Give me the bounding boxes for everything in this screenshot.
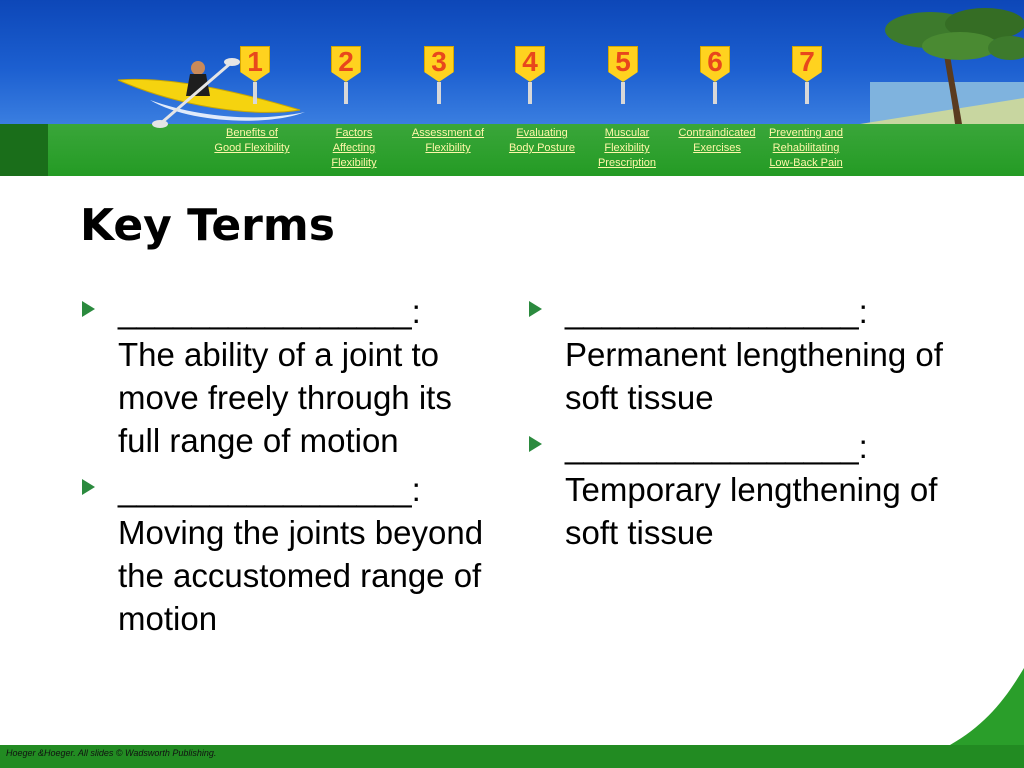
term-blank: ________________:	[118, 471, 421, 508]
shore-shape	[860, 98, 1024, 124]
term-item: ________________: The ability of a joint…	[80, 290, 500, 462]
left-term-list: ________________: The ability of a joint…	[80, 290, 500, 646]
triangle-bullet-icon	[529, 301, 542, 317]
term-blank: ________________:	[118, 293, 421, 330]
section-7-sign[interactable]: 7	[792, 46, 822, 104]
tree-illustration	[885, 8, 1024, 124]
section-5-sign[interactable]: 5	[608, 46, 638, 104]
term-item: ________________: Temporary lengthening …	[527, 425, 967, 554]
term-blank: ________________:	[565, 428, 868, 465]
sign-number: 1	[247, 46, 263, 77]
sign-number: 5	[615, 46, 631, 77]
section-3-sign[interactable]: 3	[424, 46, 454, 104]
section-6-sign[interactable]: 6	[700, 46, 730, 104]
section-1-sign[interactable]: 1	[240, 46, 270, 104]
term-item: ________________: Permanent lengthening …	[527, 290, 967, 419]
sign-number: 3	[431, 46, 447, 77]
nav-link-posture[interactable]: Evaluating Body Posture	[508, 127, 576, 154]
footer-bar: Hoeger &Hoeger. All slides © Wadsworth P…	[0, 745, 1024, 768]
nav-link-assessment[interactable]: Assessment of Flexibility	[411, 127, 485, 154]
nav-link-factors[interactable]: Factors Affecting Flexibility	[331, 127, 377, 169]
term-blank: ________________:	[565, 293, 868, 330]
section-4-sign[interactable]: 4	[515, 46, 545, 104]
term-item: ________________: Moving the joints beyo…	[80, 468, 500, 640]
nav-link-low-back-pain[interactable]: Preventing and Rehabilitating Low-Back P…	[769, 127, 843, 169]
slide-title: Key Terms	[80, 200, 335, 251]
nav-link-contraindicated[interactable]: Contraindicated Exercises	[678, 127, 756, 154]
sign-number: 6	[707, 46, 723, 77]
right-term-list: ________________: Permanent lengthening …	[527, 290, 967, 560]
term-definition: Temporary lengthening of soft tissue	[565, 471, 938, 551]
sign-number: 2	[338, 46, 354, 77]
header-banner: 1 2 3 4 5 6 7	[0, 0, 1024, 176]
sign-number: 7	[799, 46, 815, 77]
sign-number: 4	[522, 46, 538, 77]
triangle-bullet-icon	[82, 301, 95, 317]
term-definition: Moving the joints beyond the accustomed …	[118, 514, 484, 637]
nav-bar-accent	[0, 124, 48, 176]
term-definition: Permanent lengthening of soft tissue	[565, 336, 943, 416]
banner-illustration	[117, 8, 1024, 128]
triangle-bullet-icon	[82, 479, 95, 495]
kayaker-illustration	[117, 58, 305, 128]
section-2-sign[interactable]: 2	[331, 46, 361, 104]
nav-bar	[0, 124, 1024, 176]
nav-link-prescription[interactable]: Muscular Flexibility Prescription	[597, 127, 657, 169]
copyright-credit: Hoeger &Hoeger. All slides © Wadsworth P…	[6, 748, 217, 758]
sky-background	[0, 0, 1024, 124]
term-definition: The ability of a joint to move freely th…	[118, 336, 452, 459]
nav-link-benefits[interactable]: Benefits of Good Flexibility	[214, 127, 290, 154]
triangle-bullet-icon	[529, 436, 542, 452]
